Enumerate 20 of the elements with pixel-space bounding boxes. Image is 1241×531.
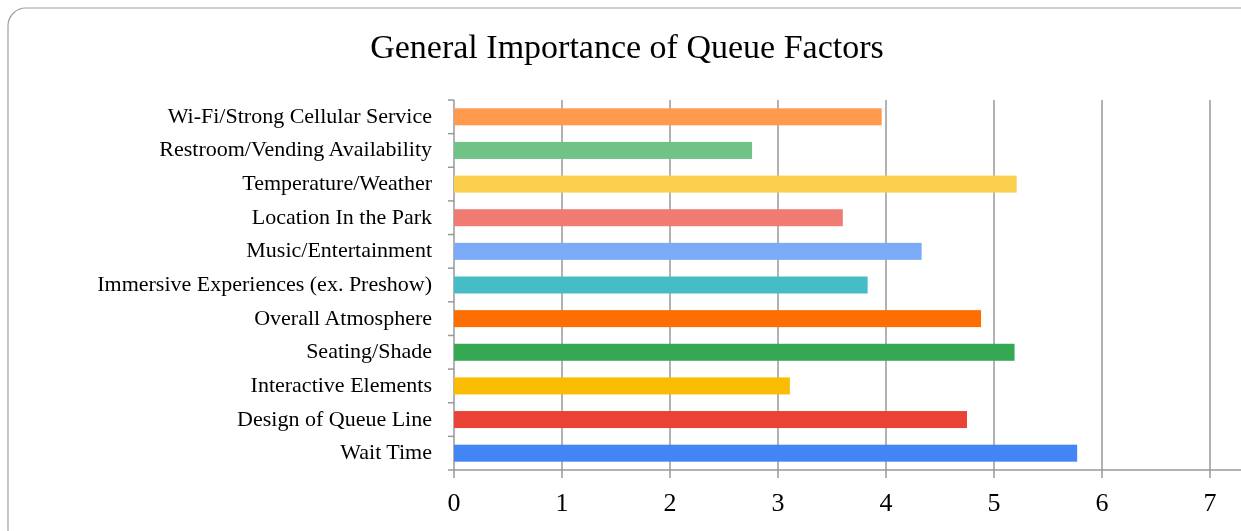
category-label: Interactive Elements [250,371,432,398]
tick-label: 7 [1202,488,1218,518]
category-label: Music/Entertainment [246,237,432,264]
chart-title: General Importance of Queue Factors [369,28,885,66]
tick-label: 1 [554,488,570,518]
category-label: Wi-Fi/Strong Cellular Service [167,102,432,129]
category-label: Design of Queue Line [237,405,432,432]
category-label: Wait Time [340,439,432,466]
category-label: Overall Atmosphere [254,304,432,331]
tick-label: 6 [1094,488,1110,518]
category-label: Immersive Experiences (ex. Preshow) [97,271,432,297]
tick-label: 2 [662,488,678,518]
tick-label: 3 [770,488,786,518]
tick-label: 4 [878,488,894,518]
category-label: Seating/Shade [306,338,432,365]
category-label: Location In the Park [251,203,432,230]
category-label: Restroom/Vending Availability [159,136,432,163]
tick-label: 0 [446,488,462,518]
tick-label: 5 [986,488,1002,518]
category-label: Temperature/Weather [242,170,432,197]
